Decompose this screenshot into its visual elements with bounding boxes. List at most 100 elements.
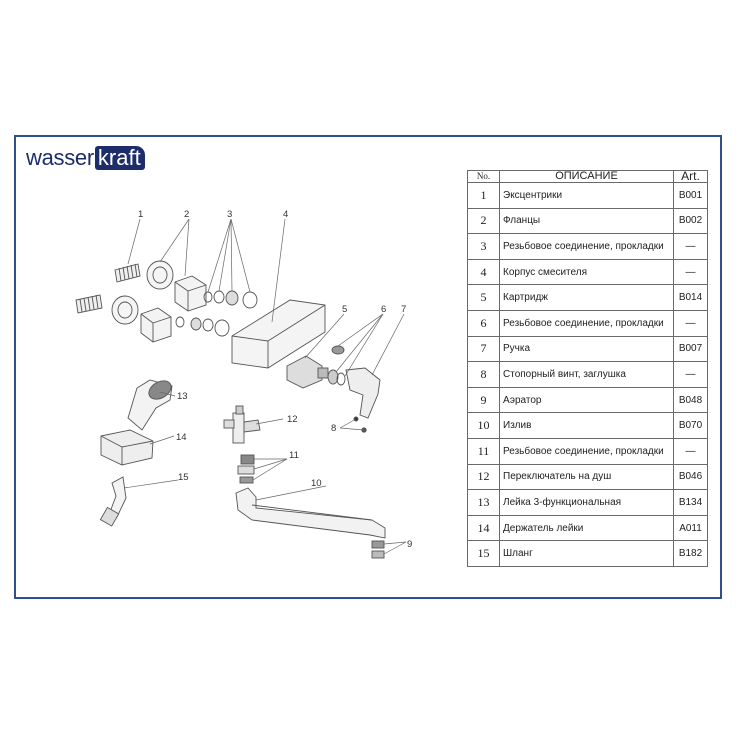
callout-10: 10	[311, 478, 322, 489]
row-number: 1	[467, 182, 500, 209]
row-article: —	[673, 309, 708, 337]
row-number: 2	[467, 207, 500, 235]
callout-5: 5	[342, 304, 347, 315]
header-no: No.	[467, 170, 500, 183]
row-number: 10	[467, 412, 500, 439]
row-article: —	[673, 233, 708, 260]
callout-2: 2	[184, 209, 189, 220]
callout-8: 8	[331, 423, 336, 434]
part-diverter	[223, 405, 261, 444]
callout-15: 15	[178, 472, 189, 483]
row-number: 9	[467, 386, 500, 414]
callout-6: 6	[381, 304, 386, 315]
header-description: ОПИСАНИЕ	[499, 170, 674, 183]
header-article: Art.	[673, 170, 708, 183]
row-number: 15	[467, 540, 500, 567]
part-cartridge	[286, 355, 329, 389]
callout-12: 12	[287, 414, 298, 425]
row-number: 11	[467, 437, 500, 465]
row-number: 13	[467, 489, 500, 516]
part-spout	[235, 487, 386, 539]
row-article: B070	[673, 412, 708, 439]
row-description: Фланцы	[499, 207, 674, 235]
row-description: Картридж	[499, 284, 674, 311]
part-connectors-upper	[203, 290, 258, 309]
row-description: Ручка	[499, 335, 674, 363]
row-article: B182	[673, 540, 708, 567]
row-description: Шланг	[499, 540, 674, 567]
callout-14: 14	[176, 432, 187, 443]
callout-13: 13	[177, 391, 188, 402]
row-article: —	[673, 361, 708, 388]
part-connectors-spout	[237, 454, 255, 484]
leader-lines	[123, 218, 407, 555]
part-mixer-body	[231, 299, 326, 369]
callout-11: 11	[289, 450, 299, 461]
part-eccentric-lower	[75, 294, 103, 314]
callout-labels: 1 2 3 4 5 6 7 8 9 10 11 12 13 14 15	[138, 209, 412, 550]
row-number: 3	[467, 233, 500, 260]
callout-3: 3	[227, 209, 232, 220]
row-article: B001	[673, 182, 708, 209]
row-description: Корпус смесителя	[499, 258, 674, 286]
row-number: 8	[467, 361, 500, 388]
parts-table-header: No. ОПИСАНИЕ Art.	[467, 170, 708, 183]
row-article: B046	[673, 463, 708, 491]
part-eccentric-upper	[114, 263, 141, 283]
callout-9: 9	[407, 539, 412, 550]
brand-prefix: wasser	[26, 145, 94, 170]
row-article: B048	[673, 386, 708, 414]
part-flange-square-upper	[174, 275, 207, 312]
part-flange-upper	[146, 260, 174, 290]
row-description: Держатель лейки	[499, 514, 674, 542]
row-article: B134	[673, 489, 708, 516]
row-number: 6	[467, 309, 500, 337]
row-description: Резьбовое соединение, прокладки	[499, 437, 674, 465]
row-article: B014	[673, 284, 708, 311]
row-description: Эксцентрики	[499, 182, 674, 209]
row-description: Резьбовое соединение, прокладки	[499, 233, 674, 260]
part-hose	[99, 476, 127, 527]
row-article: A011	[673, 514, 708, 542]
part-flange-lower	[111, 295, 139, 325]
callout-4: 4	[283, 209, 288, 220]
row-description: Резьбовое соединение, прокладки	[499, 309, 674, 337]
row-number: 12	[467, 463, 500, 491]
row-number: 4	[467, 258, 500, 286]
part-shower-holder	[100, 429, 154, 466]
row-article: B007	[673, 335, 708, 363]
row-number: 7	[467, 335, 500, 363]
row-article: B002	[673, 207, 708, 235]
callout-7: 7	[401, 304, 406, 315]
row-article: —	[673, 437, 708, 465]
row-number: 5	[467, 284, 500, 311]
part-shower-head	[127, 379, 173, 431]
part-handle	[345, 367, 381, 419]
row-number: 14	[467, 514, 500, 542]
row-description: Излив	[499, 412, 674, 439]
row-article: —	[673, 258, 708, 286]
part-connectors-lower	[175, 316, 230, 337]
part-aerator	[371, 540, 385, 559]
row-description: Переключатель на душ	[499, 463, 674, 491]
part-flange-square-lower	[140, 307, 172, 343]
row-description: Лейка 3-функциональная	[499, 489, 674, 516]
